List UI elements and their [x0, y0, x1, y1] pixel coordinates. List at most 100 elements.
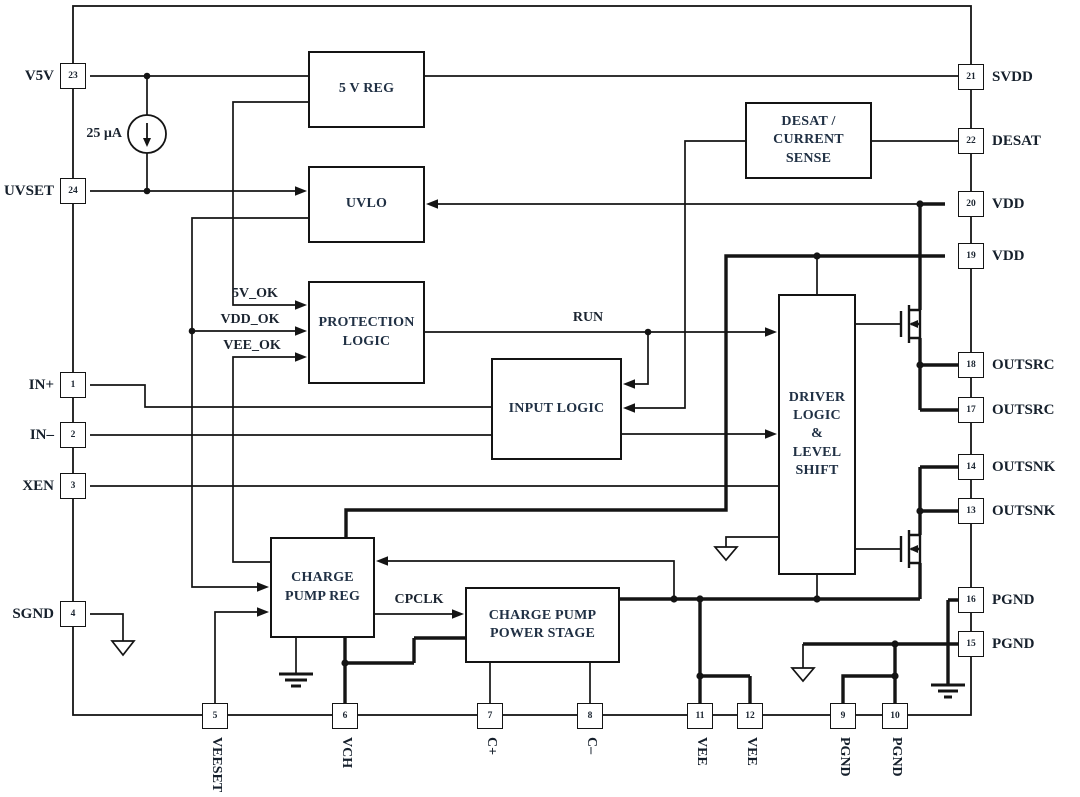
- pin-3-xen: XEN 3: [0, 473, 86, 499]
- power-wires: [343, 202, 958, 703]
- label-vee-ok: VEE_OK: [223, 338, 281, 353]
- pin-label: DESAT: [992, 132, 1041, 149]
- pin-box: 1: [60, 372, 86, 398]
- pin-box: 13: [958, 498, 984, 524]
- pin-box: 16: [958, 587, 984, 613]
- pin-label: V5V: [24, 67, 54, 84]
- pin-number: 19: [966, 251, 976, 261]
- pin-label: OUTSRC: [992, 356, 1055, 373]
- pin-14-outsnk: 14 OUTSNK: [958, 454, 1055, 480]
- pin-label-pgnd-9: PGND: [837, 737, 852, 777]
- pin-24-uvset: UVSET 24: [0, 178, 86, 204]
- pin-8-c-minus: 8: [577, 703, 603, 729]
- pin-13-outsnk: 13 OUTSNK: [958, 498, 1055, 524]
- pin-number: 23: [68, 71, 78, 81]
- pin-box: 17: [958, 397, 984, 423]
- pin-label-c-plus: C+: [484, 737, 499, 756]
- pin-label-vee-11: VEE: [694, 737, 709, 766]
- block-protection-logic: PROTECTION LOGIC: [308, 281, 425, 384]
- pin-19-vdd: 19 VDD: [958, 243, 1025, 269]
- pin-5-veeset: 5: [202, 703, 228, 729]
- pin-21-svdd: 21 SVDD: [958, 64, 1033, 90]
- earth-ground-icon: [279, 672, 965, 699]
- block-charge-pump-power-stage: CHARGE PUMP POWER STAGE: [465, 587, 620, 663]
- pin-7-c-plus: 7: [477, 703, 503, 729]
- block-input-logic: INPUT LOGIC: [491, 358, 622, 460]
- pin-number: 12: [745, 711, 755, 721]
- pin-number: 10: [890, 711, 900, 721]
- pin-label: OUTSNK: [992, 502, 1056, 519]
- pin-box: 23: [60, 63, 86, 89]
- block-driver-logic-level-shift: DRIVER LOGIC & LEVEL SHIFT: [778, 294, 856, 575]
- pin-11-vee: 11: [687, 703, 713, 729]
- block-uvlo: UVLO: [308, 166, 425, 243]
- label-cpclk: CPCLK: [394, 592, 444, 607]
- pin-22-desat: 22 DESAT: [958, 128, 1041, 154]
- pin-box: 3: [60, 473, 86, 499]
- label-bias-current: 25 µA: [86, 126, 122, 141]
- pin-9-pgnd: 9: [830, 703, 856, 729]
- pin-label-veeset: VEESET: [209, 737, 224, 793]
- arrowheads: [257, 186, 777, 619]
- label-5v-ok: 5V_OK: [232, 286, 278, 301]
- pin-number: 1: [70, 380, 76, 390]
- pin-label: VDD: [992, 195, 1025, 212]
- pin-box: 2: [60, 422, 86, 448]
- pin-number: 17: [966, 405, 976, 415]
- label-run: RUN: [572, 310, 604, 325]
- pin-number: 9: [840, 711, 846, 721]
- pin-number: 3: [70, 481, 76, 491]
- junction-dots: [143, 72, 924, 680]
- pin-label-pgnd-10: PGND: [889, 737, 904, 777]
- pin-box: 24: [60, 178, 86, 204]
- pin-number: 7: [487, 711, 493, 721]
- block-5v-reg: 5 V REG: [308, 51, 425, 128]
- block-charge-pump-reg: CHARGE PUMP REG: [270, 537, 375, 638]
- block-label: 5 V REG: [338, 81, 395, 97]
- pin-number: 13: [966, 506, 976, 516]
- pin-number: 11: [695, 711, 705, 721]
- pin-number: 5: [212, 711, 218, 721]
- pin-number: 14: [966, 462, 976, 472]
- pin-box: 22: [958, 128, 984, 154]
- pin-label-vee-12: VEE: [744, 737, 759, 766]
- pin-number: 8: [587, 711, 593, 721]
- pin-box: 18: [958, 352, 984, 378]
- pin-label: SGND: [12, 605, 54, 622]
- pin-label: OUTSRC: [992, 401, 1055, 418]
- pin-number: 4: [70, 609, 76, 619]
- pin-box: 21: [958, 64, 984, 90]
- pin-1-in-plus: IN+ 1: [0, 372, 86, 398]
- pin-box: 4: [60, 601, 86, 627]
- pin-label: UVSET: [3, 182, 54, 199]
- pin-16-pgnd: 16 PGND: [958, 587, 1035, 613]
- pin-box: 15: [958, 631, 984, 657]
- pin-15-pgnd: 15 PGND: [958, 631, 1035, 657]
- label-vdd-ok: VDD_OK: [220, 312, 280, 327]
- pin-number: 6: [342, 711, 348, 721]
- block-label: PROTECTION LOGIC: [318, 315, 415, 349]
- pin-10-pgnd: 10: [882, 703, 908, 729]
- pin-label: SVDD: [992, 68, 1033, 85]
- mosfet-lowside-icon: [899, 530, 922, 568]
- pin-number: 15: [966, 639, 976, 649]
- pin-label-vch: VCH: [339, 737, 354, 769]
- pin-box: 20: [958, 191, 984, 217]
- pin-label: OUTSNK: [992, 458, 1056, 475]
- signal-ground-icon: [110, 546, 816, 683]
- pin-18-outsrc: 18 OUTSRC: [958, 352, 1055, 378]
- pin-6-vch: 6: [332, 703, 358, 729]
- pin-label: IN–: [29, 426, 54, 443]
- pin-number: 2: [70, 430, 76, 440]
- block-desat-current-sense: DESAT / CURRENT SENSE: [745, 102, 872, 179]
- pin-number: 22: [966, 136, 976, 146]
- block-label: DRIVER LOGIC & LEVEL SHIFT: [788, 390, 846, 478]
- mosfet-highside-icon: [899, 305, 922, 343]
- block-label: CHARGE PUMP POWER STAGE: [488, 607, 597, 641]
- pin-box: 19: [958, 243, 984, 269]
- pin-box: 14: [958, 454, 984, 480]
- pin-2-in-minus: IN– 2: [0, 422, 86, 448]
- pin-label: VDD: [992, 247, 1025, 264]
